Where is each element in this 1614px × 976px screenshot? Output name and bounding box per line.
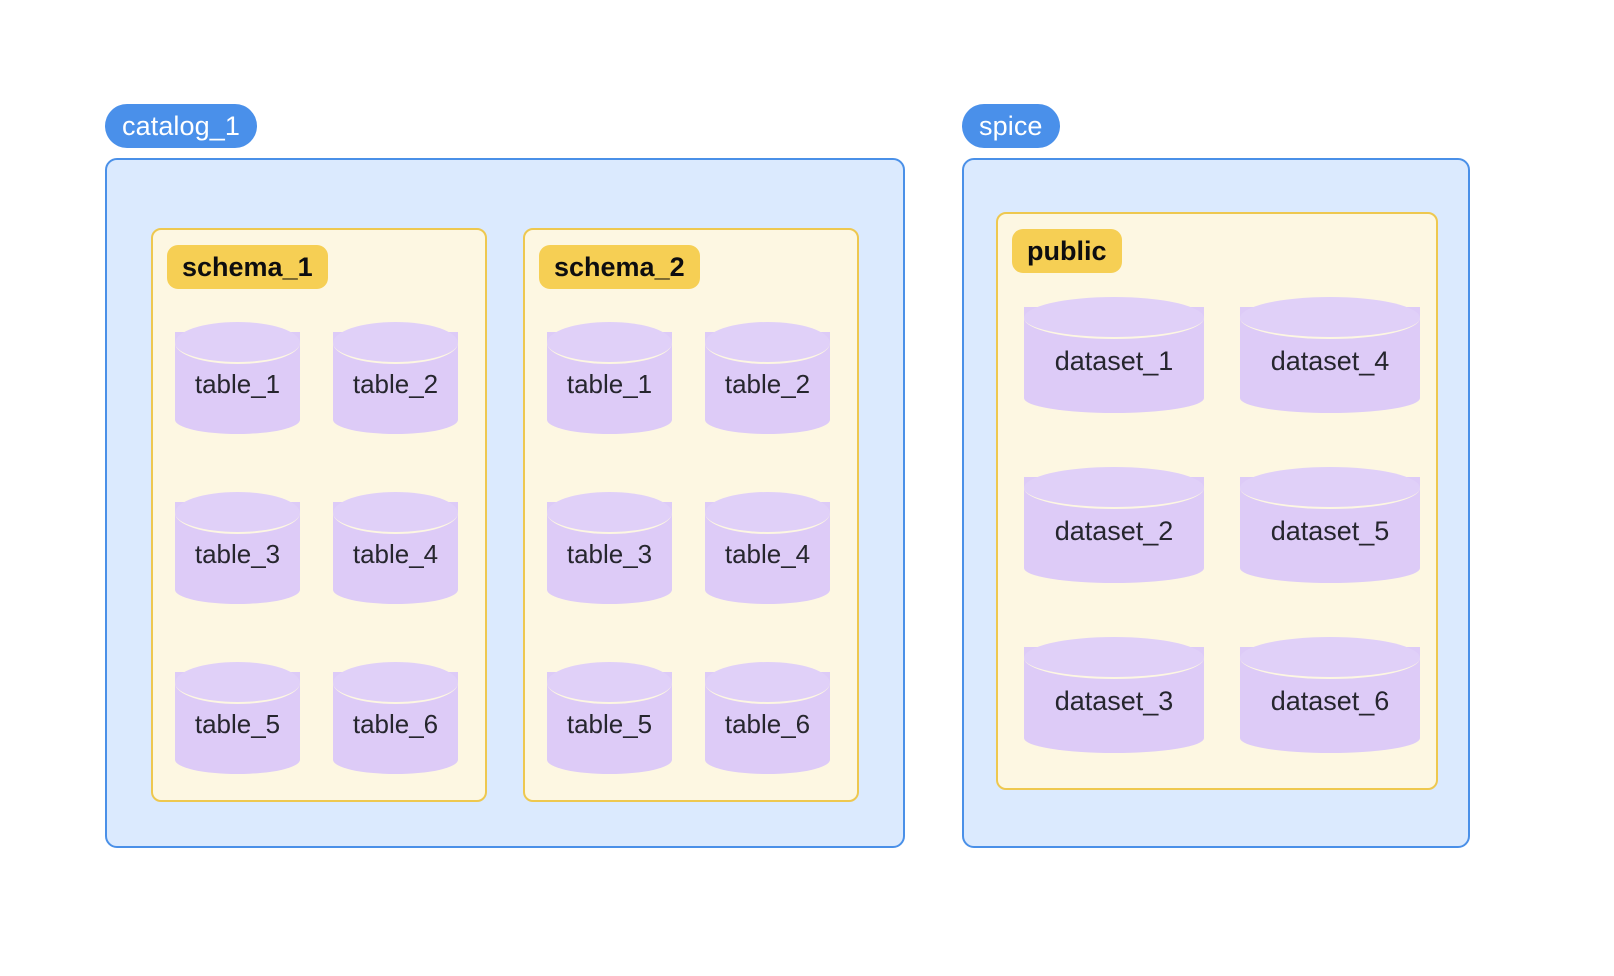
dataset-cylinder[interactable]: dataset_6 bbox=[1240, 637, 1420, 753]
table-cylinder[interactable]: table_1 bbox=[547, 322, 672, 434]
cylinder-top-ellipse bbox=[175, 662, 300, 704]
schema-group-public[interactable]: public dataset_1 dataset_4 dataset_2 dat… bbox=[996, 212, 1438, 790]
catalog-badge-spice[interactable]: spice bbox=[962, 104, 1060, 148]
table-label: table_6 bbox=[352, 709, 439, 739]
table-cylinder[interactable]: table_3 bbox=[547, 492, 672, 604]
table-cylinder[interactable]: table_2 bbox=[333, 322, 458, 434]
table-cylinder[interactable]: table_3 bbox=[175, 492, 300, 604]
table-label: table_3 bbox=[194, 539, 281, 569]
table-label: table_2 bbox=[724, 369, 811, 399]
cylinder-top-ellipse bbox=[547, 322, 672, 364]
table-cylinder[interactable]: table_6 bbox=[333, 662, 458, 774]
cylinder-top-ellipse bbox=[547, 662, 672, 704]
dataset-label: dataset_6 bbox=[1270, 685, 1390, 716]
cylinder-top-ellipse bbox=[705, 322, 830, 364]
table-cylinder[interactable]: table_5 bbox=[175, 662, 300, 774]
table-cylinder[interactable]: table_4 bbox=[333, 492, 458, 604]
cylinder-top-ellipse bbox=[175, 322, 300, 364]
cylinder-top-ellipse bbox=[1024, 467, 1204, 509]
table-label: table_1 bbox=[566, 369, 653, 399]
schema-group-schema_1[interactable]: schema_1 table_1 table_2 table_3 table_4 bbox=[151, 228, 487, 802]
table-label: table_5 bbox=[194, 709, 281, 739]
dataset-label: dataset_2 bbox=[1054, 515, 1174, 546]
cylinder-top-ellipse bbox=[333, 492, 458, 534]
dataset-cylinder[interactable]: dataset_5 bbox=[1240, 467, 1420, 583]
dataset-cylinder[interactable]: dataset_4 bbox=[1240, 297, 1420, 413]
table-cylinder[interactable]: table_1 bbox=[175, 322, 300, 434]
table-label: table_2 bbox=[352, 369, 439, 399]
cylinder-top-ellipse bbox=[705, 662, 830, 704]
cylinder-top-ellipse bbox=[333, 322, 458, 364]
schema-badge-schema_1[interactable]: schema_1 bbox=[167, 245, 328, 289]
catalog-panel-spice[interactable]: public dataset_1 dataset_4 dataset_2 dat… bbox=[962, 158, 1470, 848]
schema-badge-public[interactable]: public bbox=[1012, 229, 1122, 273]
table-label: table_3 bbox=[566, 539, 653, 569]
dataset-label: dataset_5 bbox=[1270, 515, 1390, 546]
dataset-label: dataset_1 bbox=[1054, 345, 1174, 376]
cylinder-top-ellipse bbox=[175, 492, 300, 534]
catalog-badge-catalog_1[interactable]: catalog_1 bbox=[105, 104, 257, 148]
table-cylinder[interactable]: table_2 bbox=[705, 322, 830, 434]
dataset-label: dataset_3 bbox=[1054, 685, 1174, 716]
cylinder-top-ellipse bbox=[1240, 297, 1420, 339]
dataset-cylinder[interactable]: dataset_1 bbox=[1024, 297, 1204, 413]
table-label: table_4 bbox=[352, 539, 439, 569]
table-cylinder[interactable]: table_6 bbox=[705, 662, 830, 774]
dataset-cylinder[interactable]: dataset_3 bbox=[1024, 637, 1204, 753]
cylinder-top-ellipse bbox=[547, 492, 672, 534]
dataset-cylinder[interactable]: dataset_2 bbox=[1024, 467, 1204, 583]
schema-group-schema_2[interactable]: schema_2 table_1 table_2 table_3 table_4 bbox=[523, 228, 859, 802]
cylinder-top-ellipse bbox=[1024, 637, 1204, 679]
cylinder-top-ellipse bbox=[705, 492, 830, 534]
cylinder-top-ellipse bbox=[1024, 297, 1204, 339]
table-label: table_6 bbox=[724, 709, 811, 739]
schema-badge-schema_2[interactable]: schema_2 bbox=[539, 245, 700, 289]
dataset-label: dataset_4 bbox=[1270, 345, 1390, 376]
table-cylinder[interactable]: table_4 bbox=[705, 492, 830, 604]
table-cylinder[interactable]: table_5 bbox=[547, 662, 672, 774]
table-label: table_1 bbox=[194, 369, 281, 399]
cylinder-top-ellipse bbox=[333, 662, 458, 704]
catalog-panel-catalog_1[interactable]: schema_1 table_1 table_2 table_3 table_4 bbox=[105, 158, 905, 848]
table-label: table_4 bbox=[724, 539, 811, 569]
table-label: table_5 bbox=[566, 709, 653, 739]
cylinder-top-ellipse bbox=[1240, 467, 1420, 509]
cylinder-top-ellipse bbox=[1240, 637, 1420, 679]
